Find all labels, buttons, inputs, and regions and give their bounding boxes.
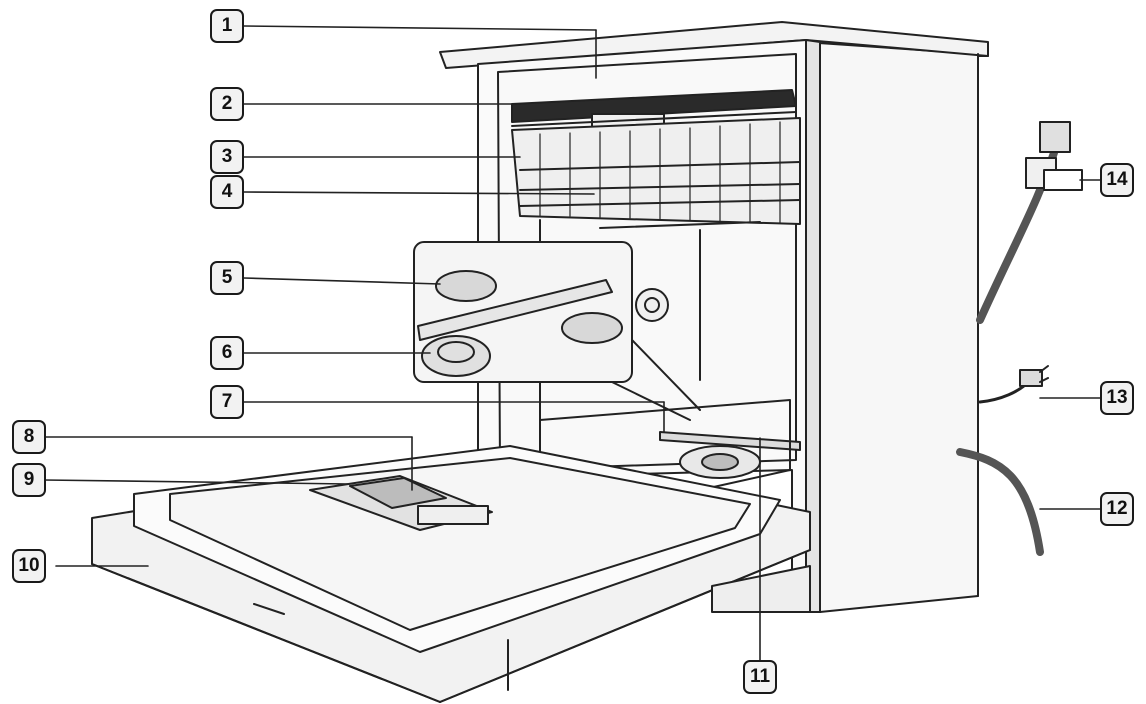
drain-hose bbox=[956, 448, 1044, 556]
callout-6: 6 bbox=[210, 336, 244, 370]
callout-7: 7 bbox=[210, 385, 244, 419]
leader-lines bbox=[43, 25, 1111, 669]
callout-14: 14 bbox=[1100, 163, 1134, 197]
callout-11: 11 bbox=[743, 660, 777, 694]
callout-8: 8 bbox=[12, 420, 46, 454]
callout-13: 13 bbox=[1100, 381, 1134, 415]
lower-spray-arm bbox=[539, 399, 801, 491]
callout-5: 5 bbox=[210, 261, 244, 295]
detergent-dispenser bbox=[309, 475, 493, 531]
callout-2: 2 bbox=[210, 87, 244, 121]
open-door bbox=[91, 445, 811, 703]
callout-3: 3 bbox=[210, 140, 244, 174]
water-supply-hose bbox=[976, 121, 1083, 324]
side-jet bbox=[635, 288, 669, 322]
cutlery-basket bbox=[511, 117, 801, 229]
callout-1: 1 bbox=[210, 9, 244, 43]
callout-12: 12 bbox=[1100, 492, 1134, 526]
callout-4: 4 bbox=[210, 175, 244, 209]
power-cord bbox=[978, 365, 1049, 404]
callout-10: 10 bbox=[12, 549, 46, 583]
callout-9: 9 bbox=[12, 463, 46, 497]
detail-inset bbox=[413, 241, 701, 421]
